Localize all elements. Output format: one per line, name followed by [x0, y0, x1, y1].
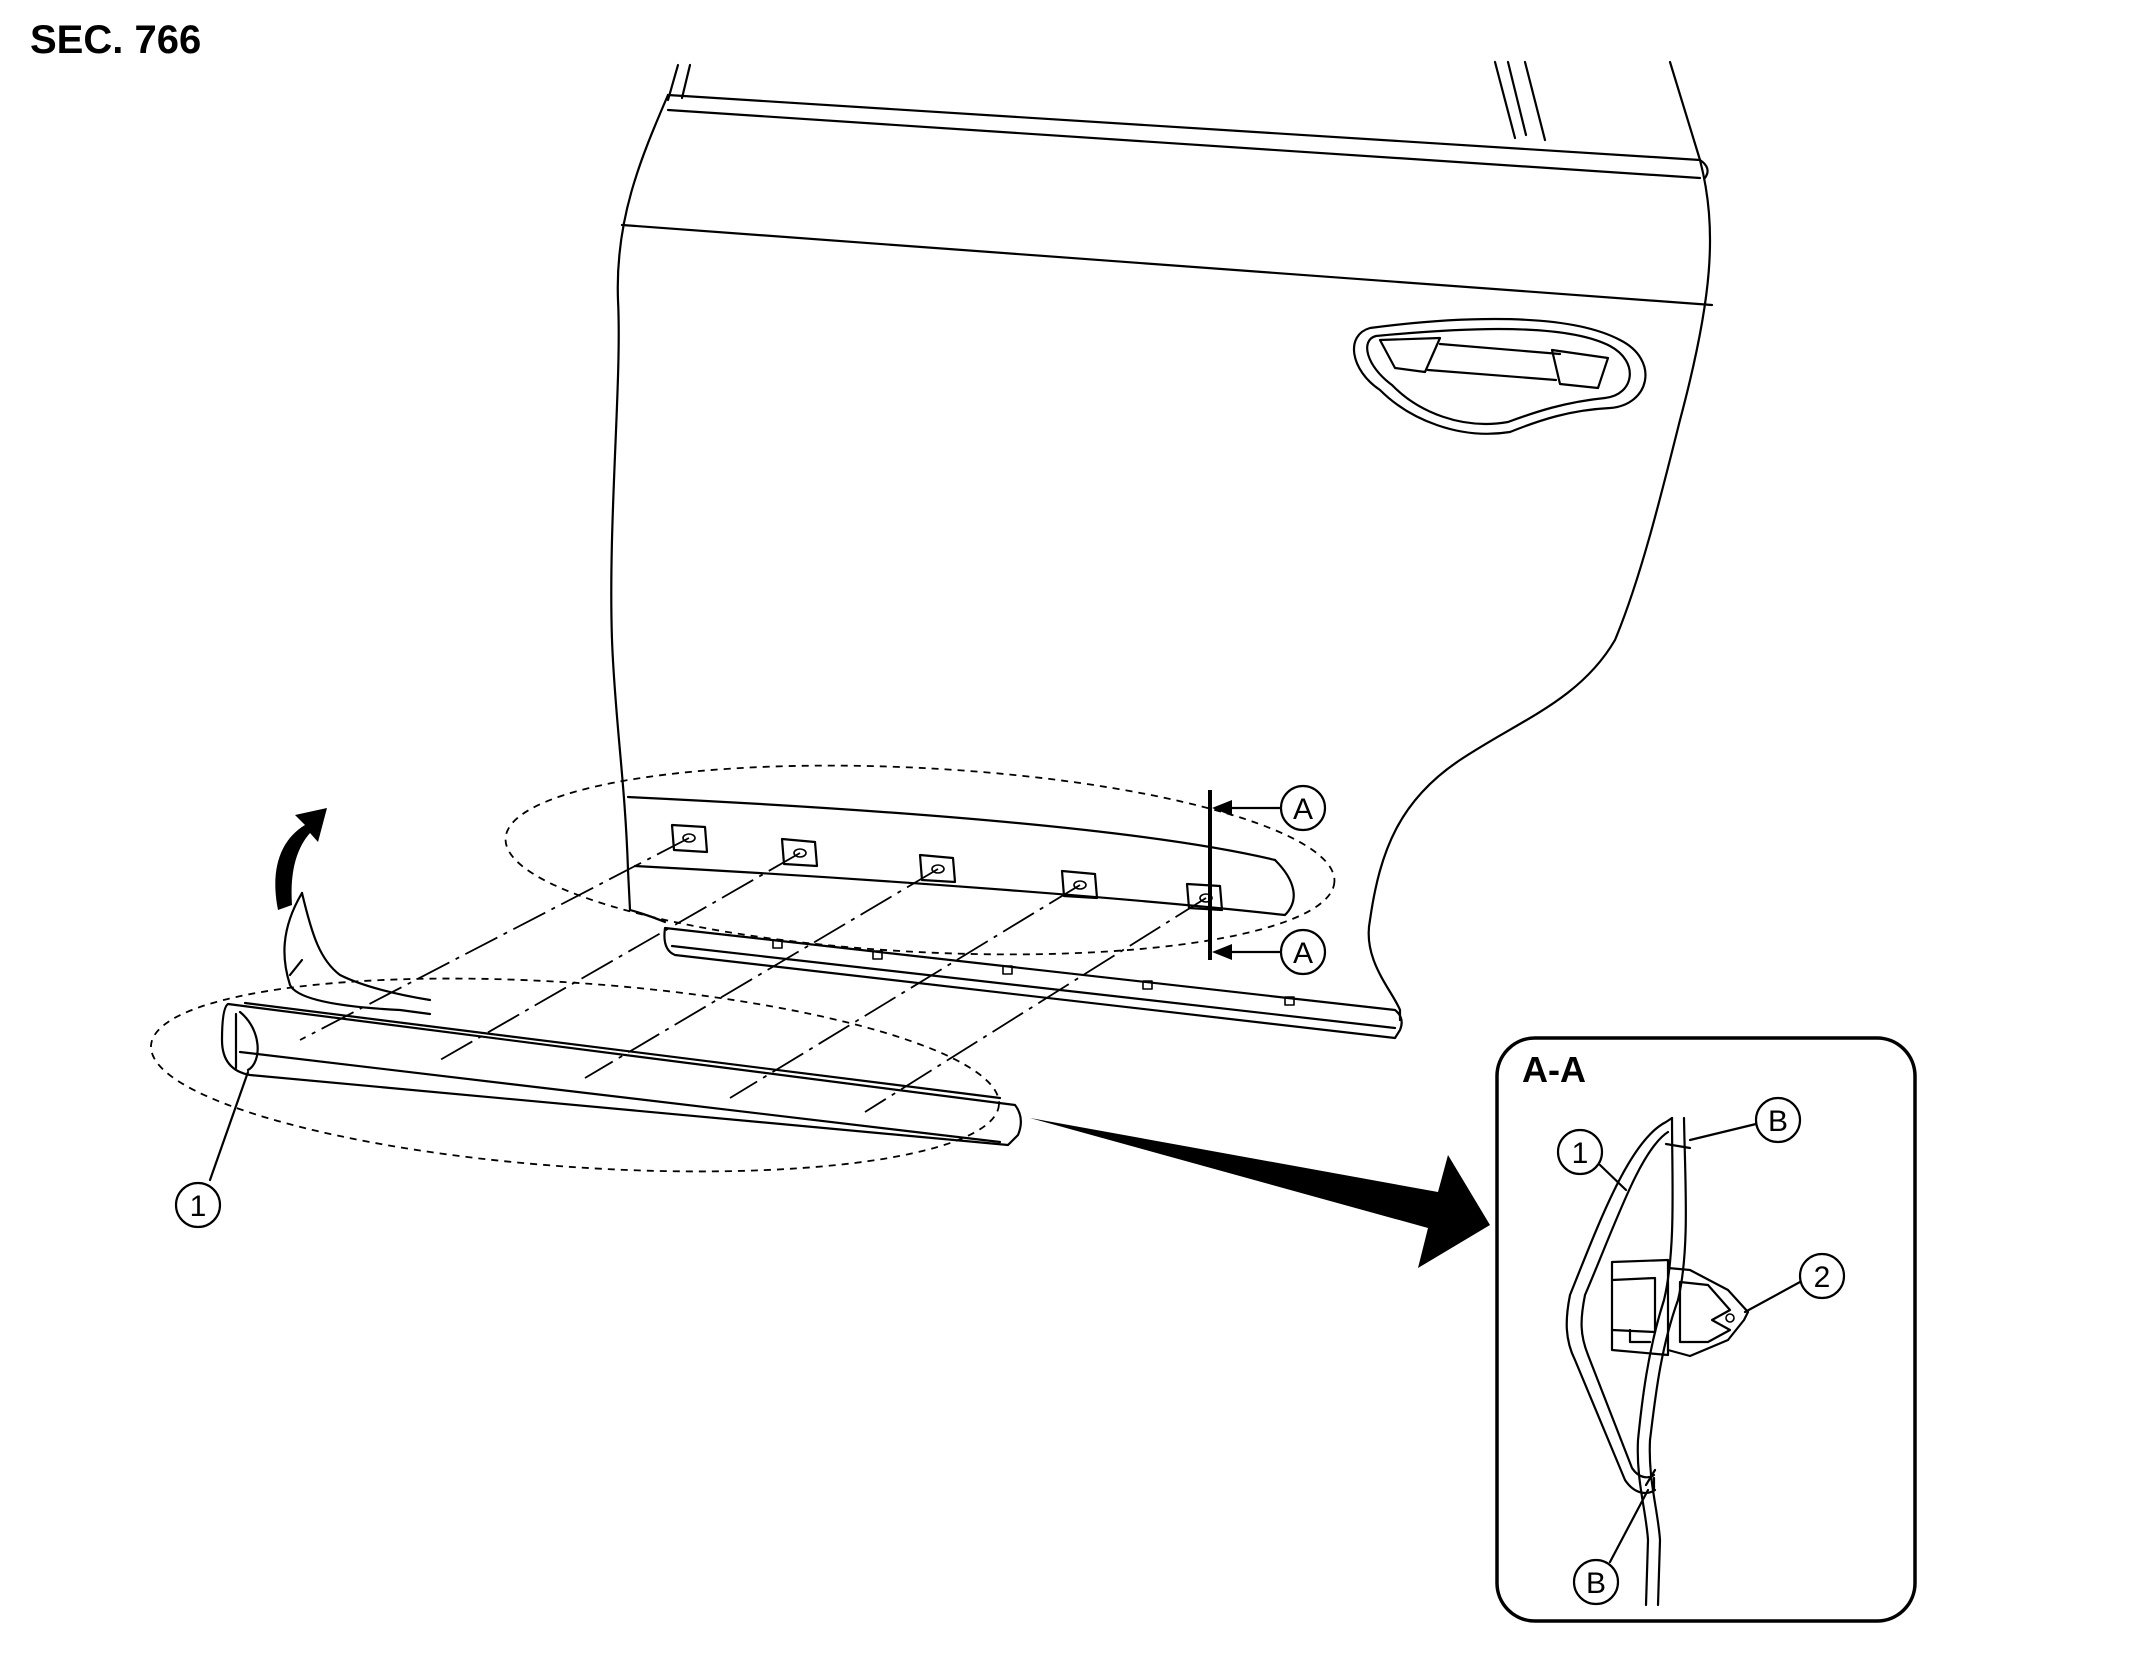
section-a-a-detail-view: A-A B 1 2	[1495, 1036, 1917, 1623]
callout-1-detail: 1	[1556, 1128, 1628, 1192]
svg-text:B: B	[1586, 1567, 1606, 1600]
svg-text:A: A	[1293, 793, 1313, 826]
door-clip-area-highlight	[504, 764, 1336, 956]
clip-alignment-lines	[299, 837, 1207, 1113]
detail-pointer-arrow	[1030, 1118, 1490, 1268]
callout-a-top: A	[1279, 784, 1327, 832]
svg-text:1: 1	[190, 1190, 207, 1223]
removal-direction-arrow	[275, 808, 327, 910]
door-clip-holes	[670, 823, 1224, 912]
svg-text:B: B	[1768, 1105, 1788, 1138]
detail-view-title: A-A	[1522, 1049, 1586, 1090]
rear-door-panel	[504, 60, 1714, 1040]
svg-text:A: A	[1293, 937, 1313, 970]
callout-b-bottom: B	[1572, 1488, 1650, 1606]
svg-text:1: 1	[1572, 1137, 1589, 1170]
callout-2-detail: 2	[1743, 1252, 1846, 1314]
svg-text:2: 2	[1814, 1261, 1831, 1294]
callout-b-top: B	[1688, 1096, 1802, 1144]
door-handle	[1352, 317, 1647, 435]
section-cut-line: A A	[1208, 784, 1327, 976]
callout-1-main: 1	[174, 1070, 250, 1229]
door-outside-molding	[150, 891, 1022, 1173]
section-number: SEC. 766	[30, 18, 202, 62]
callout-a-bottom: A	[1279, 928, 1327, 976]
